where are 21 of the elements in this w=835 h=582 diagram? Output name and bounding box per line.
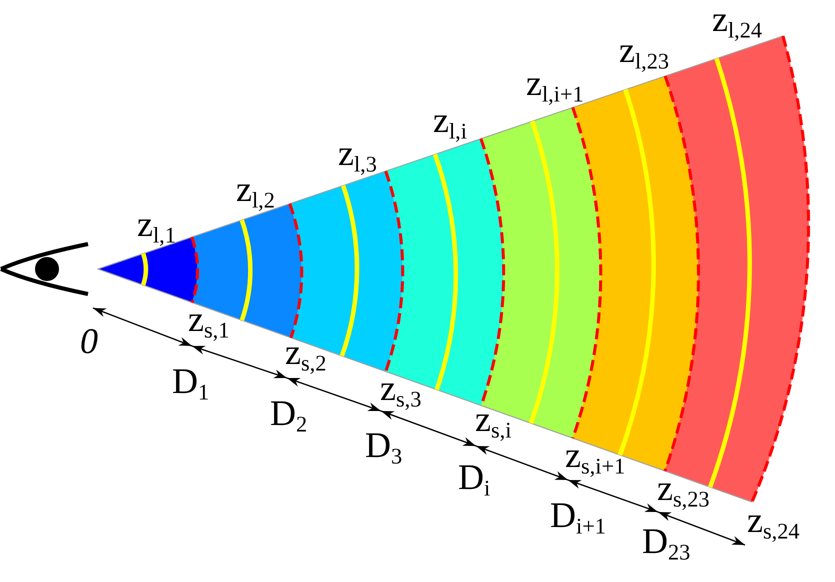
math-label: 0 [80, 323, 98, 359]
math-label: z$_{l,i}$ [433, 102, 467, 143]
math-label: D$_{i}$ [458, 459, 490, 500]
math-label: z$_{l,3}$ [338, 135, 377, 176]
math-label: D$_{i+1}$ [550, 497, 606, 538]
math-label: z$_{s,i}$ [475, 401, 512, 442]
math-label: D$_{23}$ [642, 523, 690, 564]
math-label: z$_{s,2}$ [285, 334, 326, 375]
math-label: z$_{s,i+1}$ [565, 437, 626, 478]
math-label: D$_{3}$ [365, 427, 402, 468]
math-label: z$_{s,23}$ [657, 470, 710, 511]
math-label: z$_{l,1}$ [137, 206, 176, 247]
math-label: z$_{s,1}$ [188, 301, 230, 342]
math-label: z$_{s,24}$ [747, 502, 800, 543]
math-label: z$_{l,23}$ [619, 32, 670, 73]
math-label: z$_{l,i+1}$ [526, 65, 584, 106]
math-label: D$_{2}$ [270, 395, 308, 436]
math-label: z$_{s,3}$ [380, 370, 422, 411]
math-label: z$_{l,2}$ [236, 171, 275, 212]
math-label: z$_{l,24}$ [712, 1, 762, 42]
math-label: D$_{1}$ [172, 363, 210, 404]
